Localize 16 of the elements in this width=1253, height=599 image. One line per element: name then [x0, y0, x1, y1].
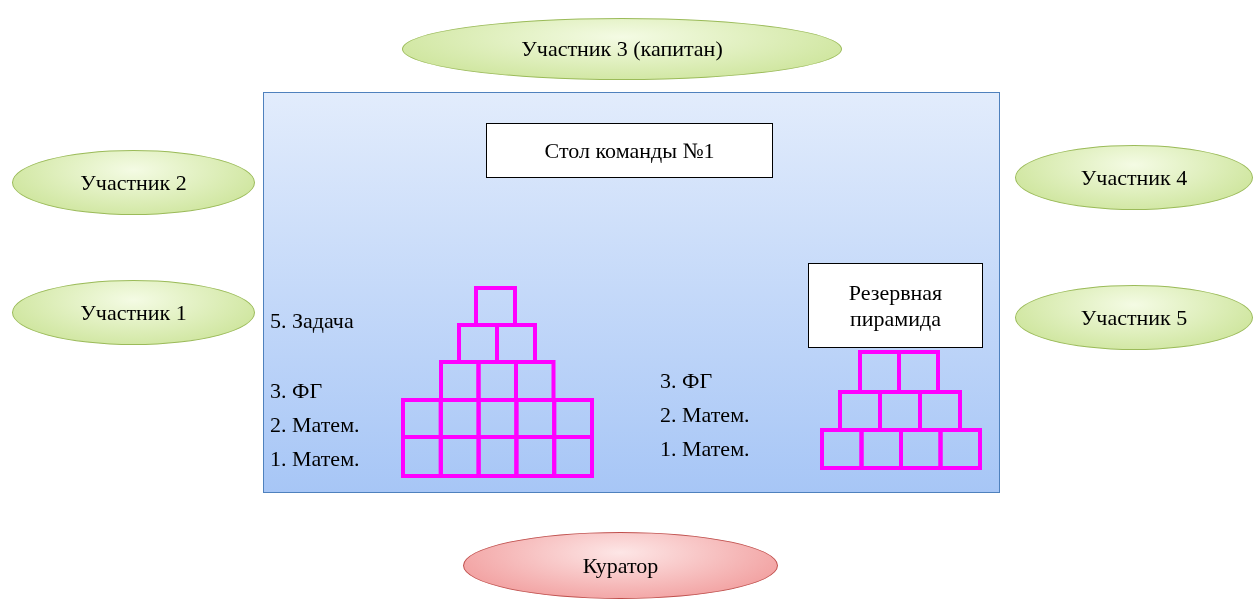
curator-ellipse: Куратор — [463, 532, 778, 599]
participant-ellipse: Участник 5 — [1015, 285, 1253, 350]
team-table — [263, 92, 1000, 493]
text-box: Резервная пирамида — [808, 263, 983, 348]
participant-ellipse: Участник 4 — [1015, 145, 1253, 210]
text-box: Стол команды №1 — [486, 123, 773, 178]
list-item-text: 5. Задача — [270, 308, 354, 334]
list-item-text: 3. ФГ — [660, 368, 713, 394]
list-item-text: 1. Матем. — [660, 436, 750, 462]
participant-ellipse: Участник 2 — [12, 150, 255, 215]
list-item-text: 1. Матем. — [270, 446, 360, 472]
list-item-text: 2. Матем. — [660, 402, 750, 428]
participant-ellipse: Участник 1 — [12, 280, 255, 345]
list-item-text: 3. ФГ — [270, 378, 323, 404]
list-item-text: 2. Матем. — [270, 412, 360, 438]
participant-ellipse: Участник 3 (капитан) — [402, 18, 842, 80]
